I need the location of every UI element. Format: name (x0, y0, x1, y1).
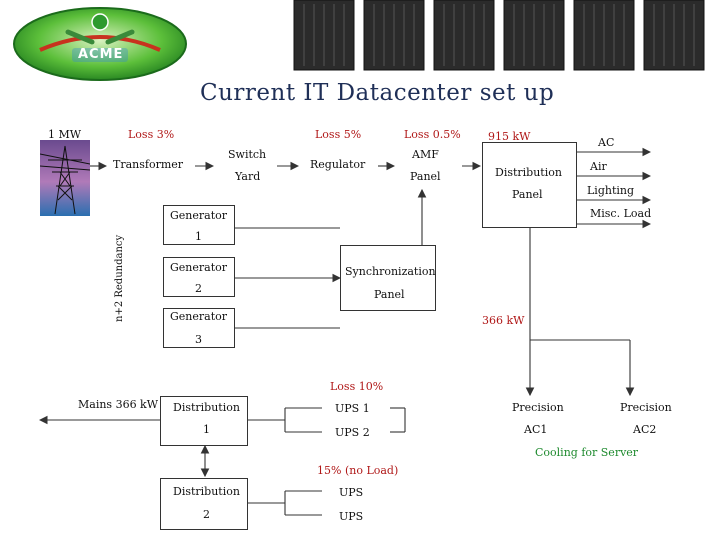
input-power-label: 1 MW (48, 128, 82, 141)
distribution-1-line1: Distribution (173, 401, 240, 414)
transformer-label: Transformer (113, 158, 184, 171)
ups-4-label: UPS (339, 510, 364, 523)
load-air: Air (590, 160, 607, 173)
precision-ac1-label: Precision (512, 401, 564, 414)
sync-panel-line2: Panel (374, 288, 405, 301)
distribution-2-line2: 2 (203, 508, 210, 521)
distribution-2-box (160, 478, 248, 530)
distribution-panel-line1: Distribution (495, 166, 562, 179)
switch-yard-line2: Yard (235, 170, 261, 183)
cooling-feed-label: 366 kW (482, 314, 525, 327)
sync-panel-line1: Synchronization (345, 265, 436, 278)
distribution-power-label: 915 kW (488, 130, 531, 143)
transformer-loss-label: Loss 3% (128, 128, 175, 141)
regulator-label: Regulator (310, 158, 366, 171)
distribution-1-box (160, 396, 248, 446)
generator-1-number: 1 (195, 230, 202, 243)
amf-loss-label: Loss 0.5% (404, 128, 461, 141)
server-rack-icon (293, 0, 705, 71)
load-lighting: Lighting (587, 184, 635, 197)
generator-3-label: Generator (170, 310, 228, 323)
pylon-icon (40, 140, 90, 216)
ups-1-label: UPS 1 (335, 402, 370, 415)
amf-line2: Panel (410, 170, 441, 183)
generator-2-label: Generator (170, 261, 228, 274)
generator-2-number: 2 (195, 282, 202, 295)
ups-3-label: UPS (339, 486, 364, 499)
redundancy-label: n+2 Redundancy (114, 234, 125, 322)
distribution-1-line2: 1 (203, 423, 210, 436)
generator-2-box (163, 257, 235, 297)
distribution-panel-line2: Panel (512, 188, 543, 201)
switch-yard-line1: Switch (228, 148, 267, 161)
ups-2-label: UPS 2 (335, 426, 370, 439)
page-title: Current IT Datacenter set up (200, 80, 555, 106)
ups-loss-label: Loss 10% (330, 380, 384, 393)
distribution-2-line1: Distribution (173, 485, 240, 498)
precision-ac2-label: Precision (620, 401, 672, 414)
generator-3-number: 3 (195, 333, 202, 346)
precision-ac2-number: AC2 (633, 423, 657, 436)
generator-1-label: Generator (170, 209, 228, 222)
regulator-loss-label: Loss 5% (315, 128, 362, 141)
mains-label: Mains 366 kW (78, 398, 159, 411)
load-misc: Misc. Load (590, 207, 652, 220)
ups-note-label: 15% (no Load) (317, 464, 399, 477)
sync-panel-box (340, 245, 436, 311)
generator-3-box (163, 308, 235, 348)
logo-text: ACME (78, 47, 124, 62)
load-ac: AC (598, 136, 615, 149)
cooling-caption: Cooling for Server (535, 446, 639, 459)
acme-logo: ACME (10, 2, 190, 82)
distribution-panel-box (482, 142, 577, 228)
generator-1-box (163, 205, 235, 245)
amf-line1: AMF (412, 148, 439, 161)
precision-ac1-number: AC1 (524, 423, 548, 436)
acme-logo-graphic (13, 7, 187, 81)
